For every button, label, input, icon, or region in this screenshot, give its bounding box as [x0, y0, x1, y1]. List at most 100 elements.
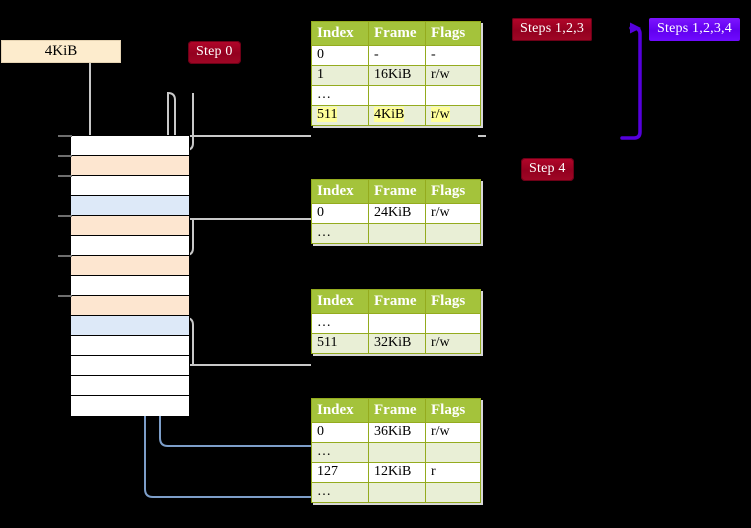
column-header-frame: Frame	[368, 21, 426, 46]
memory-row	[71, 156, 189, 176]
memory-boundary-tick	[58, 135, 72, 137]
table-row: …	[311, 223, 481, 244]
column-header-flags: Flags	[425, 398, 481, 423]
cell-text: 36KiB	[374, 424, 412, 439]
cell-text: 511	[317, 107, 338, 122]
column-header-frame: Frame	[368, 179, 426, 204]
cell-flags	[425, 85, 481, 106]
cell-frame: 36KiB	[368, 422, 426, 443]
column-header-index: Index	[311, 179, 369, 204]
cell-text: 1	[317, 67, 324, 82]
badge-steps-1234: Steps 1,2,3,4	[649, 18, 740, 41]
memory-row	[71, 216, 189, 236]
cell-index: …	[311, 442, 369, 463]
cell-index: …	[311, 482, 369, 503]
memory-row	[71, 376, 189, 396]
cell-text: r	[431, 464, 436, 479]
column-header-flags: Flags	[425, 289, 481, 314]
cell-flags: r/w	[425, 203, 481, 224]
memory-row	[71, 276, 189, 296]
arrow-purple-bracket	[620, 22, 642, 140]
cell-flags	[425, 223, 481, 244]
memory-row	[71, 396, 189, 416]
cell-text: r/w	[431, 424, 450, 439]
cell-text: -	[374, 47, 379, 62]
cell-frame	[368, 313, 426, 334]
cell-text: …	[317, 225, 332, 240]
cell-index: 0	[311, 203, 369, 224]
cell-index: 0	[311, 422, 369, 443]
memory-row	[71, 316, 189, 336]
cell-text: 0	[317, 424, 324, 439]
column-header-index: Index	[311, 398, 369, 423]
table-row: 1 16KiB r/w	[311, 65, 481, 86]
badge-step-0: Step 0	[188, 41, 241, 64]
cell-flags	[425, 313, 481, 334]
column-header-flags: Flags	[425, 21, 481, 46]
badge-steps-123: Steps 1,2,3	[512, 18, 593, 41]
cell-index: …	[311, 313, 369, 334]
memory-boundary-tick	[58, 175, 72, 177]
memory-row	[71, 196, 189, 216]
cell-index: 511	[311, 105, 369, 126]
cell-index: 511	[311, 333, 369, 354]
cell-text: 32KiB	[374, 335, 412, 350]
cell-text: 0	[317, 47, 324, 62]
cell-frame: 4KiB	[368, 105, 426, 126]
table-row: 511 4KiB r/w	[311, 105, 481, 126]
cell-frame	[368, 442, 426, 463]
cell-text: 0	[317, 205, 324, 220]
memory-column	[70, 135, 190, 416]
cell-flags: r/w	[425, 65, 481, 86]
cell-flags: r/w	[425, 333, 481, 354]
cell-frame: 12KiB	[368, 462, 426, 483]
column-header-flags: Flags	[425, 179, 481, 204]
column-header-frame: Frame	[368, 289, 426, 314]
cell-index: 127	[311, 462, 369, 483]
cell-text: …	[317, 315, 332, 330]
table-row: …	[311, 482, 481, 503]
cell-text: r/w	[431, 107, 450, 122]
memory-row	[71, 356, 189, 376]
size-label-box: 4KiB	[1, 40, 121, 63]
wire-table1-row0-to-memory	[181, 218, 311, 236]
cell-text: r/w	[431, 205, 450, 220]
column-header-frame: Frame	[368, 398, 426, 423]
memory-row	[71, 176, 189, 196]
memory-row	[71, 136, 189, 156]
table-row: 0 36KiB r/w	[311, 422, 481, 443]
column-header-index: Index	[311, 289, 369, 314]
cell-frame: 16KiB	[368, 65, 426, 86]
cell-frame: 24KiB	[368, 203, 426, 224]
table-row: 0 - -	[311, 45, 481, 66]
cell-flags: -	[425, 45, 481, 66]
cell-index: 1	[311, 65, 369, 86]
cell-frame	[368, 223, 426, 244]
cell-index: 0	[311, 45, 369, 66]
cell-flags: r/w	[425, 105, 481, 126]
cell-frame: -	[368, 45, 426, 66]
cell-flags	[425, 442, 481, 463]
memory-row	[71, 296, 189, 316]
table-row: 511 32KiB r/w	[311, 333, 481, 354]
cell-text: 16KiB	[374, 67, 412, 82]
cell-text: r/w	[431, 335, 450, 350]
cell-frame	[368, 482, 426, 503]
cell-text: 24KiB	[374, 205, 412, 220]
cell-text: r/w	[431, 67, 450, 82]
table-row: 0 24KiB r/w	[311, 203, 481, 224]
cell-text: …	[317, 87, 332, 102]
table-row: …	[311, 442, 481, 463]
memory-boundary-tick	[58, 155, 72, 157]
cell-text: 4KiB	[374, 107, 405, 122]
cell-text: 127	[317, 464, 338, 479]
table-row: …	[311, 85, 481, 106]
memory-boundary-tick	[58, 255, 72, 257]
cell-flags: r/w	[425, 422, 481, 443]
cell-text: 12KiB	[374, 464, 412, 479]
